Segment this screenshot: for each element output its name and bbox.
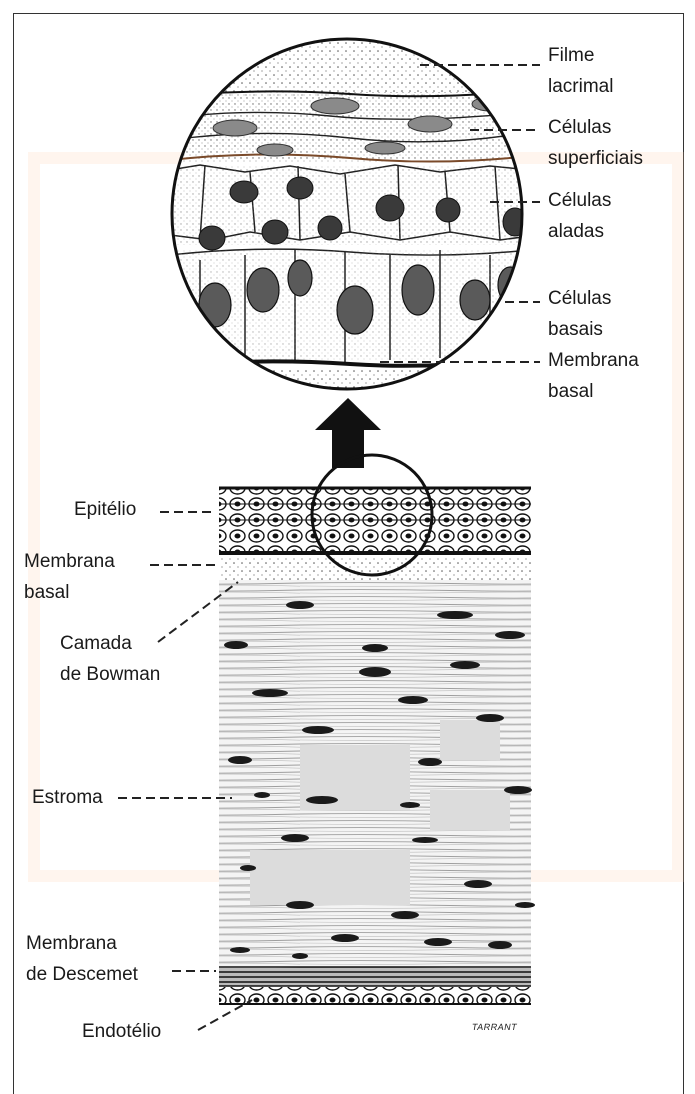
artist-signature: TARRANT: [471, 1022, 518, 1032]
label-descemet-membrane-line2: de Descemet: [26, 959, 138, 990]
label-tear-film-line2: lacrimal: [548, 71, 613, 102]
label-stroma: Estroma: [32, 782, 103, 813]
label-basal-membrane-line1: Membrana: [24, 546, 115, 577]
magnified-epithelium: [170, 38, 530, 400]
label-basal-cells: Células basais: [548, 283, 611, 345]
label-wing-cells-line2: aladas: [548, 216, 611, 247]
label-bowman-layer: Camada de Bowman: [60, 628, 160, 690]
label-tear-film: Filme lacrimal: [548, 40, 613, 102]
label-wing-cells-line1: Células: [548, 185, 611, 216]
label-epithelium: Epitélio: [74, 494, 136, 525]
cornea-cross-section: [219, 488, 535, 1004]
arrow-up-icon: [315, 398, 381, 468]
label-basal-cells-line2: basais: [548, 314, 611, 345]
label-endothelium: Endotélio: [82, 1016, 161, 1047]
label-epithelium-text: Epitélio: [74, 494, 136, 525]
label-basal-membrane-zoom-line1: Membrana: [548, 345, 639, 376]
label-endothelium-text: Endotélio: [82, 1016, 161, 1047]
label-basal-membrane-zoom-line2: basal: [548, 376, 639, 407]
label-stroma-text: Estroma: [32, 782, 103, 813]
label-bowman-layer-line1: Camada: [60, 628, 160, 659]
label-descemet-membrane-line1: Membrana: [26, 928, 138, 959]
label-basal-membrane-line2: basal: [24, 577, 115, 608]
label-basal-membrane-zoom: Membrana basal: [548, 345, 639, 407]
label-basal-cells-line1: Células: [548, 283, 611, 314]
label-basal-membrane: Membrana basal: [24, 546, 115, 608]
label-superficial-cells: Células superficiais: [548, 112, 643, 174]
label-tear-film-line1: Filme: [548, 40, 613, 71]
label-wing-cells: Células aladas: [548, 185, 611, 247]
label-bowman-layer-line2: de Bowman: [60, 659, 160, 690]
label-superficial-cells-line1: Células: [548, 112, 643, 143]
label-descemet-membrane: Membrana de Descemet: [26, 928, 138, 990]
label-superficial-cells-line2: superficiais: [548, 143, 643, 174]
